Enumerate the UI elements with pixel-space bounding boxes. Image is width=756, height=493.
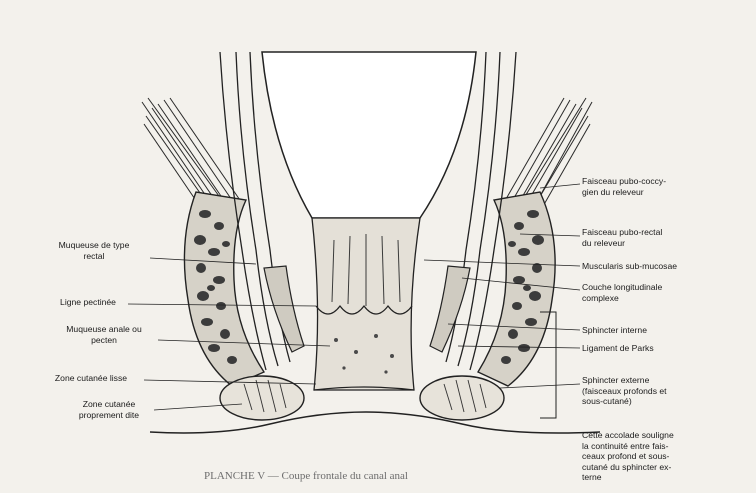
- right-external-sphincter: [420, 376, 504, 420]
- label-couche-longitudinale: Couche longitudinale complexe: [582, 282, 722, 303]
- label-ligament-parks: Ligament de Parks: [582, 343, 722, 354]
- label-sphincter-externe: Sphincter externe (faisceaux profonds et…: [582, 375, 732, 407]
- caption-title: Coupe frontale du canal anal: [282, 470, 408, 482]
- figure-caption: PLANCHE V — Coupe frontale du canal anal: [204, 470, 408, 482]
- label-muqueuse-anale: Muqueuse anale ou pecten: [52, 324, 156, 345]
- plate-number: PLANCHE V: [204, 470, 265, 482]
- label-ligne-pectinee: Ligne pectinée: [50, 297, 126, 308]
- label-muqueuse-rectal: Muqueuse de type rectal: [40, 240, 148, 261]
- label-sphincter-interne: Sphincter interne: [582, 325, 722, 336]
- label-faisceau-pubo-coccygien: Faisceau pubo-coccy- gien du releveur: [582, 176, 722, 197]
- label-faisceau-pubo-rectal: Faisceau pubo-rectal du releveur: [582, 227, 722, 248]
- bracket-note: Cette accolade souligne la continuité en…: [582, 430, 742, 483]
- label-zone-cutanee-lisse: Zone cutanée lisse: [40, 373, 142, 384]
- label-zone-cutanee-proprement: Zone cutanée proprement dite: [66, 399, 152, 420]
- label-muscularis: Muscularis sub-mucosae: [582, 261, 732, 272]
